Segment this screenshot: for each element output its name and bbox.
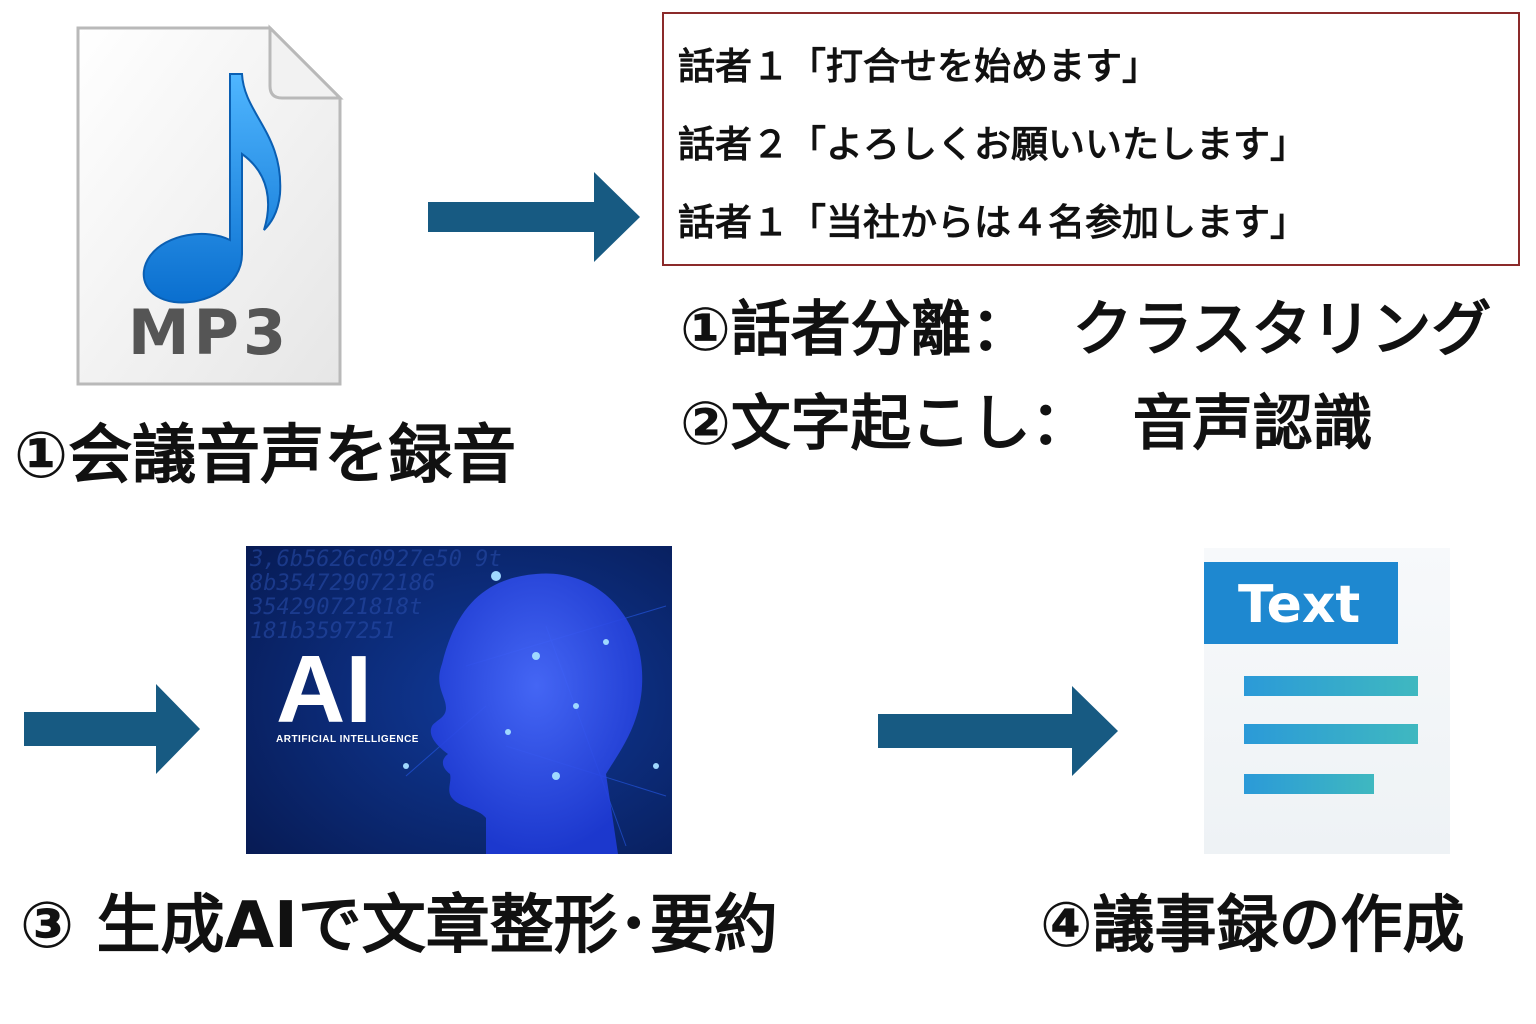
svg-text:3,6b5626c0927e50 9t: 3,6b5626c0927e50 9t (249, 547, 502, 572)
arrow-to-ai (24, 684, 200, 774)
transcript-line: 話者１「打合せを始めます」 (678, 45, 1159, 88)
step-ai-format-label: ③ 生成AIで文章整形･要約 (20, 889, 778, 963)
mp3-file-icon: MP3 (74, 24, 346, 390)
step-record-label: ①会議音声を録音 (14, 419, 517, 493)
svg-text:354290721818t: 354290721818t (249, 595, 422, 620)
step-diarization-label: ①話者分離： クラスタリング (680, 295, 1492, 365)
svg-text:8b354729072186: 8b354729072186 (250, 571, 435, 596)
arrow-to-minutes (878, 686, 1118, 776)
transcript-line: 話者２「よろしくお願いいたします」 (678, 123, 1307, 166)
music-note-file-icon: MP3 (76, 24, 344, 386)
ai-image: 3,6b5626c0927e50 9t 8b354729072186 35429… (246, 546, 672, 854)
svg-text:181b3597251: 181b3597251 (250, 619, 396, 644)
arrow-to-transcript (428, 172, 640, 262)
step-transcription-label: ②文字起こし： 音声認識 (680, 389, 1373, 459)
transcript-box: 話者１「打合せを始めます」 話者２「よろしくお願いいたします」 話者１「当社から… (662, 12, 1520, 266)
text-document-icon: Text (1204, 548, 1450, 854)
step-minutes-label: ④議事録の作成 (1040, 888, 1465, 961)
svg-text:ARTIFICIAL INTELLIGENCE: ARTIFICIAL INTELLIGENCE (276, 734, 419, 745)
svg-text:AI: AI (276, 636, 372, 743)
transcript-line: 話者１「当社からは４名参加します」 (678, 201, 1307, 244)
svg-text:MP3: MP3 (128, 296, 290, 369)
svg-text:Text: Text (1238, 575, 1360, 635)
